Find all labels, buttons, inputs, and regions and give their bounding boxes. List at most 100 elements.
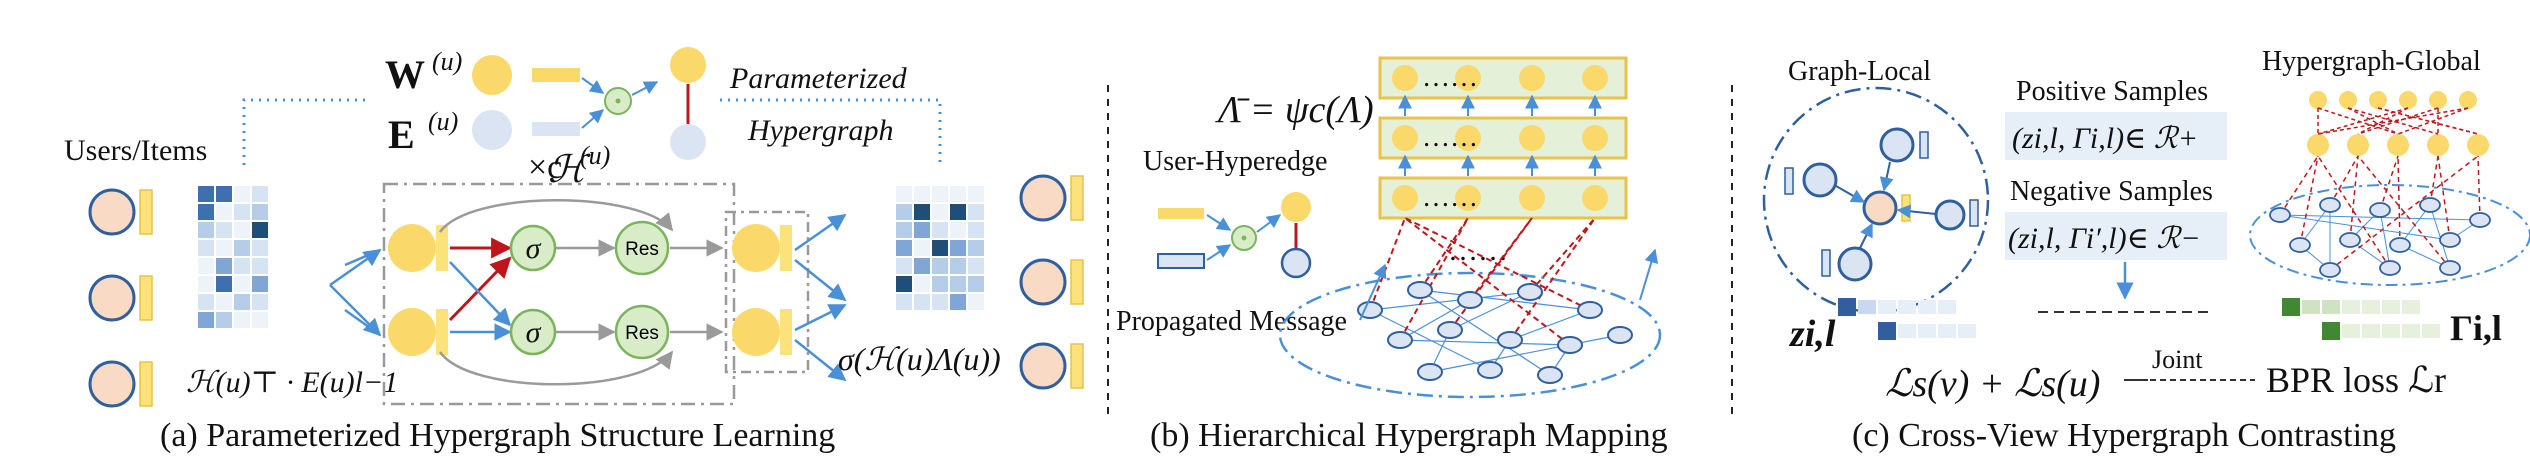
- heat-cell: [914, 294, 930, 310]
- hg-down-link: [2317, 155, 2391, 269]
- heat-cell: [252, 240, 268, 256]
- base-link: [1529, 217, 1596, 293]
- z-cell: [1898, 300, 1916, 314]
- heat-cell: [932, 204, 948, 220]
- svg-text:Res: Res: [625, 323, 659, 344]
- base-edge: [1419, 289, 1591, 311]
- layer-node: [1455, 65, 1481, 91]
- hg-down-link: [2349, 155, 2359, 241]
- heat-cell: [252, 204, 268, 220]
- layer-node: [1519, 125, 1545, 151]
- heat-cell: [932, 240, 948, 256]
- heat-cell: [968, 186, 984, 202]
- w-bar: [532, 68, 580, 82]
- caption-a: (a) Parameterized Hypergraph Structure L…: [160, 417, 835, 454]
- hg-node: [2269, 207, 2291, 223]
- base-graph: [1278, 271, 1662, 399]
- z-cell: [1938, 324, 1956, 338]
- sigma-node-top: [509, 224, 557, 272]
- loss-formula: ℒs(v) + ℒs(u): [1885, 363, 2100, 405]
- heat-cell: [896, 222, 912, 238]
- heat-cell: [234, 240, 250, 256]
- hg-node: [2389, 237, 2411, 253]
- hypergraph-global-label: Hypergraph-Global: [2262, 46, 2481, 77]
- hg-edge: [2379, 209, 2391, 269]
- gamma-cell: [2422, 324, 2440, 338]
- hg-link: [2347, 107, 2439, 135]
- hg-node: [2439, 232, 2461, 248]
- gamma-cell: [2342, 300, 2360, 314]
- res-node-top: [614, 220, 670, 276]
- heat-cell: [896, 204, 912, 220]
- graph-local-circle: [1762, 86, 1990, 314]
- svg-text:σ: σ: [526, 232, 542, 265]
- hg-edge: [2429, 204, 2451, 269]
- z-label: zi,l: [1788, 313, 1836, 355]
- formula-left: ℋ(u)⊤ · E(u)l−1: [186, 366, 398, 399]
- gamma-cell: [2342, 324, 2360, 338]
- heat-cell: [234, 312, 250, 328]
- heat-cell: [234, 186, 250, 202]
- positive-formula: (zi,l, Γi,l)∈ ℛ+: [2012, 122, 2198, 155]
- hg-mid-node: [2467, 134, 2489, 156]
- hg-top-node: [2369, 91, 2387, 109]
- heat-cell: [198, 222, 214, 238]
- z-cell: [1878, 300, 1896, 314]
- hg-mid-node: [2387, 134, 2409, 156]
- hg-top-node: [2399, 91, 2417, 109]
- base-edge: [1449, 291, 1531, 331]
- heat-cell: [950, 204, 966, 220]
- z-cell: [1858, 300, 1876, 314]
- graph-local-label: Graph-Local: [1788, 56, 1931, 87]
- hg-node: [2369, 202, 2391, 218]
- base-dots: ……: [1448, 234, 1508, 267]
- hg-mid-node: [2427, 134, 2449, 156]
- hg-node: [2339, 232, 2361, 248]
- e-bar: [532, 122, 580, 136]
- layer-dots: ……: [1422, 62, 1478, 93]
- gamma-cell: [2362, 324, 2380, 338]
- gamma-cell: [2322, 322, 2340, 340]
- base-node: [1577, 301, 1603, 319]
- hg-top-node: [2339, 91, 2357, 109]
- hg-top-node: [2429, 91, 2447, 109]
- base-edge: [1429, 334, 1621, 373]
- joint-label: Joint: [2152, 345, 2203, 374]
- heat-cell: [234, 258, 250, 274]
- h-node-top: [670, 47, 706, 83]
- panel-a: W (u) E (u) ℋ (u) Parameterized Hypergra…: [64, 47, 1084, 454]
- parameterized-label: Parameterized: [729, 62, 908, 95]
- hg-base: [2249, 184, 2530, 286]
- heat-cell: [216, 240, 232, 256]
- bpr-loss: BPR loss ℒr: [2266, 360, 2446, 400]
- hg-top-node: [2459, 91, 2477, 109]
- base-node: [1517, 283, 1543, 301]
- hg-down-link: [2299, 155, 2319, 246]
- z-cell: [1878, 322, 1896, 340]
- hg-node: [2469, 212, 2491, 228]
- base-node: [1537, 366, 1563, 384]
- base-node: [1357, 301, 1383, 319]
- heat-cell: [234, 294, 250, 310]
- hg-link: [2347, 107, 2399, 135]
- base-node: [1557, 336, 1583, 354]
- heat-cell: [252, 258, 268, 274]
- hg-top-node: [2309, 91, 2327, 109]
- panel-c: Graph-Local Positive Samples (zi,l, Γi,l…: [1762, 46, 2530, 454]
- heat-cell: [950, 276, 966, 292]
- heat-cell: [950, 222, 966, 238]
- heat-cell: [216, 186, 232, 202]
- heat-cell: [914, 276, 930, 292]
- heat-cell: [216, 222, 232, 238]
- heat-cell: [234, 204, 250, 220]
- gamma-cell: [2382, 324, 2400, 338]
- heat-cell: [950, 240, 966, 256]
- heat-cell: [914, 204, 930, 220]
- hg-down-link: [2329, 155, 2359, 206]
- w-node: [472, 55, 512, 95]
- lambda-equation: Λ̄ = ψc(Λ): [1215, 89, 1374, 131]
- gamma-label: Γi,l: [2450, 308, 2502, 348]
- base-edge: [1419, 289, 1551, 376]
- hg-down-link: [2397, 155, 2401, 246]
